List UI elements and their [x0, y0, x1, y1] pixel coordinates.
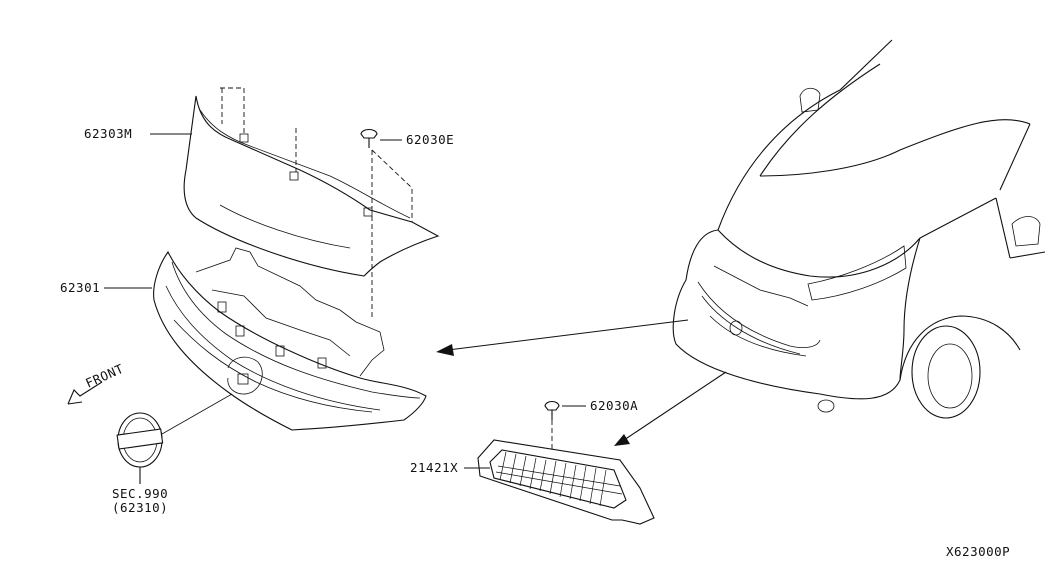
- emblem-badge: [116, 393, 233, 468]
- label-front: FRONT: [83, 361, 126, 391]
- label-sec990-sub: (62310): [112, 500, 168, 515]
- label-62030a: 62030A: [590, 398, 638, 413]
- label-62303m: 62303M: [84, 126, 132, 141]
- label-62301: 62301: [60, 280, 100, 295]
- clip-62030a: [544, 400, 560, 452]
- diagram-code: X623000P: [946, 544, 1010, 559]
- label-sec990: SEC.990: [112, 486, 168, 501]
- label-21421x: 21421X: [410, 460, 458, 475]
- pointer-arrow-lower: [614, 371, 727, 446]
- front-grille-62301: [153, 247, 427, 431]
- lower-grille-21421x: [477, 439, 655, 525]
- front-direction-arrow-icon: [67, 381, 103, 405]
- pointer-arrow-grille: [436, 319, 689, 356]
- vehicle-front-view: [672, 39, 1045, 419]
- clip-62030e: [360, 128, 378, 148]
- label-62030e: 62030E: [406, 132, 454, 147]
- upper-grille-cover-62303m: [183, 87, 440, 320]
